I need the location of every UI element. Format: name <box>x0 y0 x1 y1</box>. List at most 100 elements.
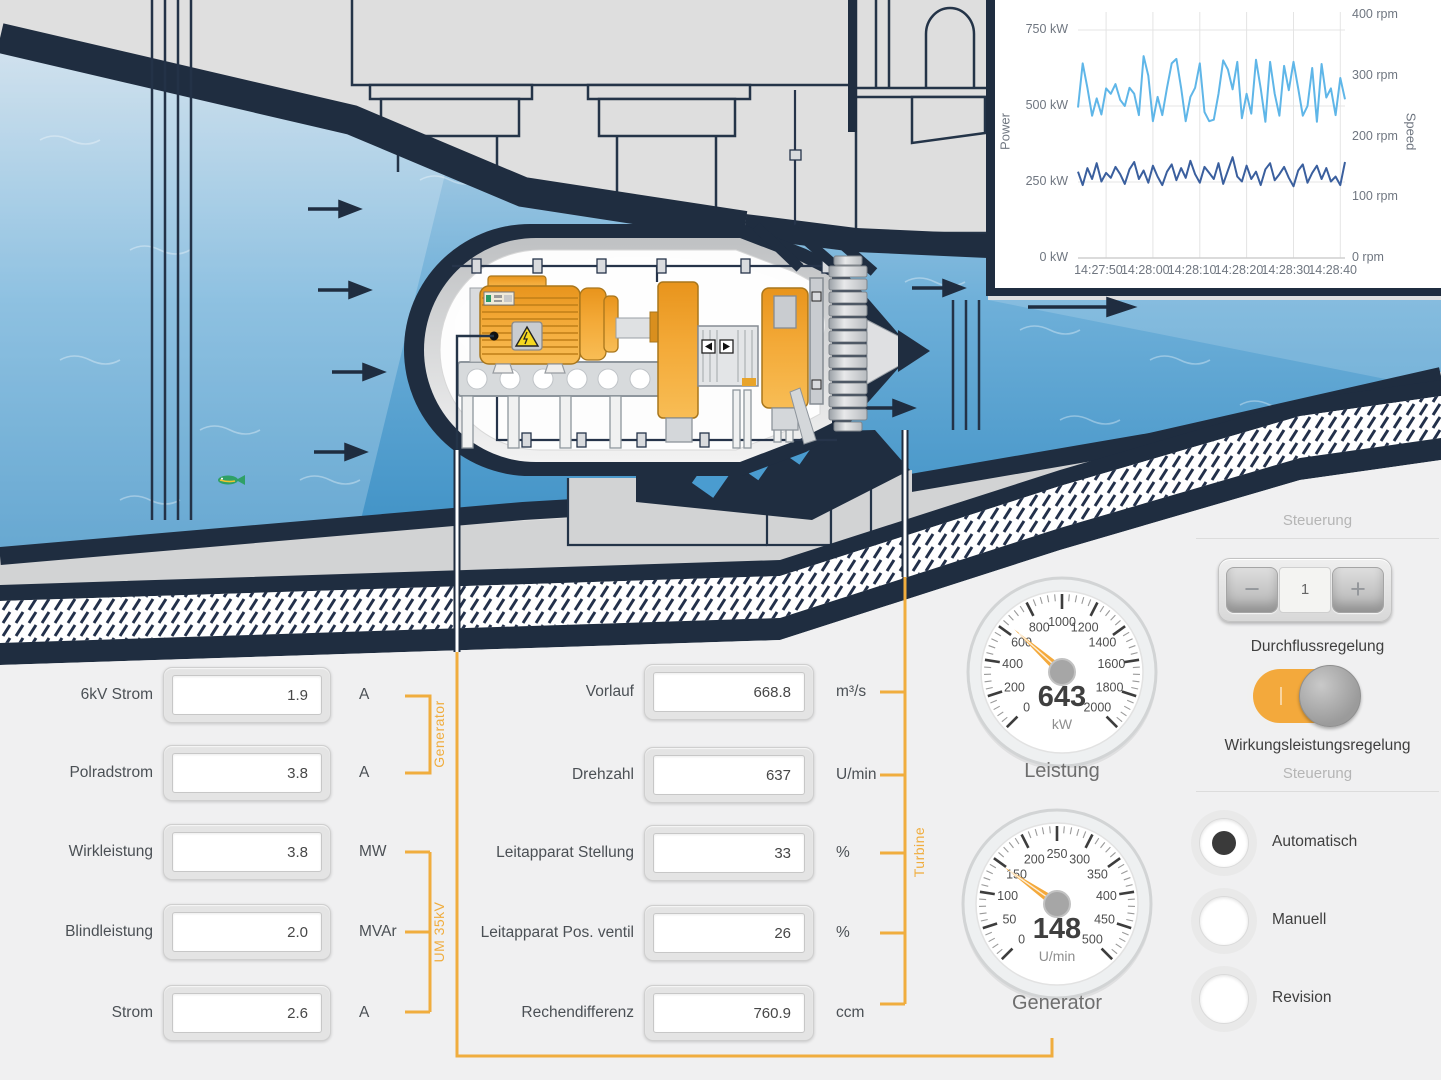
orange-connectors <box>405 577 1054 1058</box>
radio-label-automatisch: Automatisch <box>1272 833 1358 850</box>
group-label-turbine: Turbine <box>911 826 927 878</box>
power-axis-tick: 750 kW <box>1025 22 1068 36</box>
svg-text:1200: 1200 <box>1071 620 1099 634</box>
turbine-runner-illustration <box>828 255 930 432</box>
section-header-steuerung-2: Steuerung <box>1196 765 1439 792</box>
svg-text:50: 50 <box>1002 912 1016 926</box>
row-strom: Strom 2.6 A <box>8 985 429 1041</box>
base-holes <box>466 368 651 390</box>
svg-text:1800: 1800 <box>1096 680 1124 694</box>
radio-ring <box>1199 818 1249 868</box>
power-axis-tick: 500 kW <box>1025 98 1068 112</box>
field-frame: 26 <box>644 905 814 961</box>
gauge-value: 148 <box>1032 913 1082 945</box>
field-frame: 1.9 <box>163 667 331 723</box>
toggle-label: Wirkungsleistungsregelung <box>1224 737 1411 754</box>
time-axis-tick: 14:28:00 <box>1120 263 1170 277</box>
row-leitapparat-pos-ventil: Leitapparat Pos. ventil 26 % <box>402 905 906 961</box>
toggle-knob[interactable] <box>1299 665 1361 727</box>
power-axis-title: Power <box>997 113 1013 150</box>
radio-manuell[interactable] <box>1191 888 1257 954</box>
gauge-title: Leistung <box>1024 760 1100 782</box>
svg-text:400: 400 <box>1002 657 1023 671</box>
field-frame: 2.0 <box>163 904 331 960</box>
flow-stepper: − 1 + <box>1218 558 1392 622</box>
time-axis-tick: 14:28:30 <box>1261 263 1311 277</box>
speed-axis-tick: 400 rpm <box>1352 7 1398 21</box>
gauge-title: Generator <box>1011 992 1103 1014</box>
field-label: Polradstrom <box>69 764 153 781</box>
time-axis-tick: 14:28:40 <box>1308 263 1357 277</box>
section-header-steuerung-1: Steuerung <box>1196 512 1439 539</box>
field-frame: 33 <box>644 825 814 881</box>
measurement-lines <box>405 334 1054 1058</box>
field-unit: U/min <box>836 766 877 783</box>
radio-label-revision: Revision <box>1272 989 1332 1006</box>
field-unit: % <box>836 844 850 861</box>
svg-text:800: 800 <box>1029 620 1050 634</box>
row-drehzahl: Drehzahl 637 U/min <box>402 747 906 803</box>
time-axis-tick: 14:28:10 <box>1167 263 1217 277</box>
blindleistung-input[interactable]: 2.0 <box>172 912 322 952</box>
wirkleistung-input[interactable]: 3.8 <box>172 832 322 872</box>
radio-ring <box>1199 896 1249 946</box>
field-label: 6kV Strom <box>80 686 153 703</box>
field-unit: A <box>359 1004 370 1021</box>
field-frame: 760.9 <box>644 985 814 1041</box>
generator-gauge: 050100150200250300350400450500 148 U/min… <box>961 808 1153 1032</box>
leitapparat-stellung-input[interactable]: 33 <box>653 833 805 873</box>
time-axis-tick: 14:27:50 <box>1074 263 1123 277</box>
group-label-um35kv: UM 35kV <box>431 901 447 963</box>
speed-axis-tick: 200 rpm <box>1352 128 1398 143</box>
svg-text:300: 300 <box>1069 852 1090 866</box>
time-axis-tick: 14:28:20 <box>1214 263 1264 277</box>
field-unit: % <box>836 924 850 941</box>
stepper-value-field[interactable]: 1 <box>1279 567 1331 613</box>
svg-text:0: 0 <box>1018 932 1025 946</box>
field-frame: 668.8 <box>644 664 814 720</box>
trash-rack <box>150 0 193 520</box>
pipe-clips <box>471 149 832 448</box>
stepper-plus-button[interactable]: + <box>1332 567 1384 613</box>
radio-automatisch[interactable] <box>1191 810 1257 876</box>
radio-label-manuell: Manuell <box>1272 911 1327 928</box>
field-label: Blindleistung <box>65 923 153 940</box>
power-axis-tick: 0 kW <box>1039 250 1068 264</box>
powerhouse-buildings <box>350 0 992 235</box>
svg-text:200: 200 <box>1024 852 1045 866</box>
field-frame: 3.8 <box>163 824 331 880</box>
svg-text:400: 400 <box>1096 889 1117 903</box>
strom-input[interactable]: 2.6 <box>172 993 322 1033</box>
wirkungsleistung-toggle[interactable] <box>1253 665 1361 728</box>
field-unit: ccm <box>836 1004 865 1021</box>
svg-text:200: 200 <box>1004 680 1025 694</box>
row-6kv-strom: 6kV Strom 1.9 A <box>8 667 429 723</box>
radio-ring <box>1199 974 1249 1024</box>
svg-text:2000: 2000 <box>1083 700 1111 714</box>
6kv-strom-input[interactable]: 1.9 <box>172 675 322 715</box>
field-unit: MW <box>359 843 387 860</box>
field-label: Rechendifferenz <box>521 1004 634 1021</box>
drehzahl-input[interactable]: 637 <box>653 755 805 795</box>
speed-axis-title: Speed <box>1403 112 1419 151</box>
svg-text:1600: 1600 <box>1097 657 1125 671</box>
field-frame: 3.8 <box>163 745 331 801</box>
shaft-coupling-illustration <box>615 277 824 445</box>
leitapparat-pos-ventil-input[interactable]: 26 <box>653 913 805 953</box>
radio-dot <box>1212 831 1236 855</box>
field-label: Vorlauf <box>585 683 634 700</box>
field-unit: A <box>359 686 370 703</box>
polradstrom-input[interactable]: 3.8 <box>172 753 322 793</box>
svg-text:1000: 1000 <box>1048 615 1076 629</box>
stepper-minus-button[interactable]: − <box>1226 567 1278 613</box>
svg-text:350: 350 <box>1087 868 1108 882</box>
bulb-turbine <box>404 90 902 476</box>
field-unit: MVAr <box>359 923 397 940</box>
rechendifferenz-input[interactable]: 760.9 <box>653 993 805 1033</box>
speed-axis-tick: 100 rpm <box>1352 189 1398 204</box>
svg-text:100: 100 <box>997 889 1018 903</box>
field-frame: 637 <box>644 747 814 803</box>
vorlauf-input[interactable]: 668.8 <box>653 672 805 712</box>
radio-revision[interactable] <box>1191 966 1257 1032</box>
